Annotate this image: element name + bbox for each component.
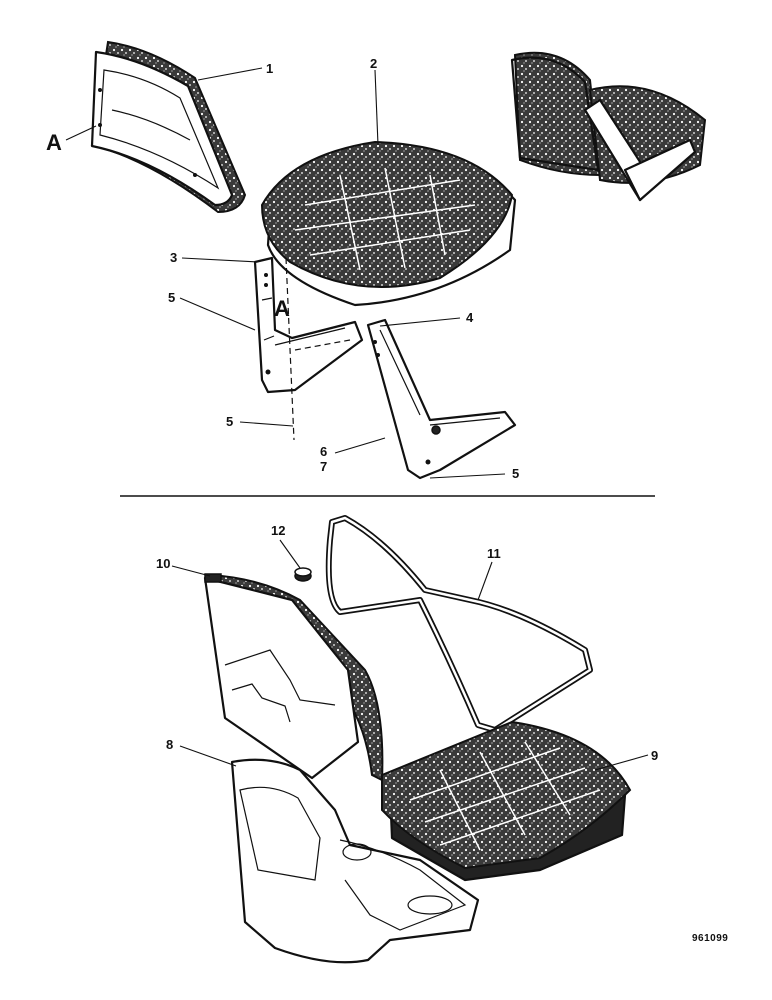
callout-7: 7 [320,459,327,474]
callout-5a: 5 [168,290,175,305]
view-marker-a-left: A [46,130,62,155]
tube-frame-part-11 [325,515,593,733]
callout-5c: 5 [512,466,519,481]
callout-8: 8 [166,737,173,752]
back-cover-part-10 [203,573,384,782]
callout-10: 10 [156,556,170,571]
callout-1: 1 [266,61,273,76]
view-marker-a-center: A [274,296,290,321]
seat-shell-part-8 [230,758,480,964]
plug-part-12 [294,567,312,582]
callout-4: 4 [466,310,474,325]
cushion-grid [294,167,476,271]
lower-cushion-part-9 [381,720,632,882]
callout-9: 9 [651,748,658,763]
leader-lines-top [65,67,506,479]
callout-12: 12 [271,523,285,538]
drawing-id: 961099 [692,933,728,944]
seat-cushion-part-2 [260,140,517,307]
callout-5b: 5 [226,414,233,429]
callout-2: 2 [370,56,377,71]
callout-6: 6 [320,444,327,459]
assembled-seat-view [510,51,707,202]
leader-lines-bottom [171,539,649,771]
right-bracket-part-4 [366,318,517,480]
callout-11: 11 [487,546,501,561]
callout-3: 3 [170,250,177,265]
left-bracket-part-3 [253,256,364,394]
backrest-part-1 [90,40,247,214]
